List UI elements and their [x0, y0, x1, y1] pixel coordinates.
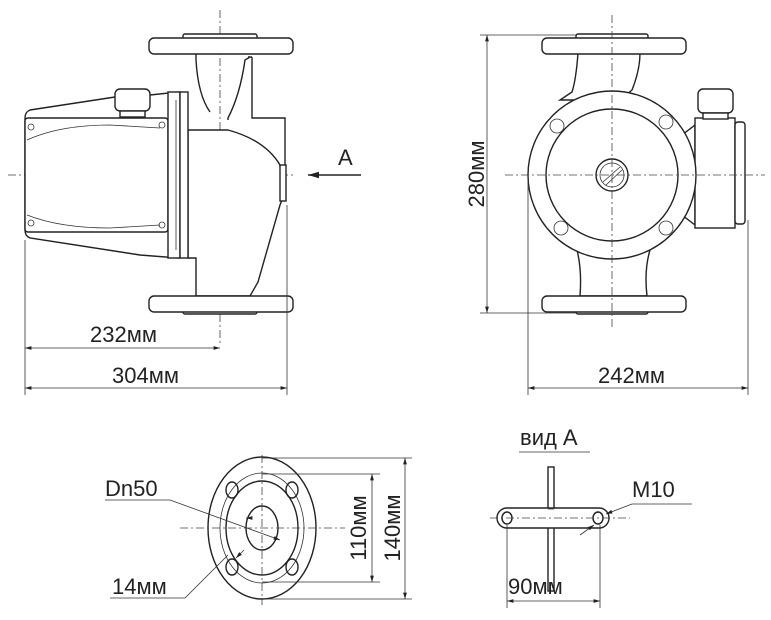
view-arrow-label: A [338, 145, 353, 170]
hole-spacing-label: 90мм [508, 574, 563, 599]
dim-width-label: 242мм [598, 363, 665, 388]
dim-overall-label: 304мм [112, 363, 179, 388]
bolt-hole-leader [110, 554, 229, 599]
cable-gland [697, 88, 734, 114]
terminal-box [694, 117, 736, 229]
cross-vertical-bar [547, 466, 555, 592]
bolt-hole [285, 558, 299, 576]
pump-volute [187, 129, 283, 297]
bottom-flange [541, 295, 687, 313]
bolt-hole [658, 114, 674, 130]
bolt-hole [285, 481, 299, 499]
view-a-title: вид А [520, 425, 578, 450]
screw-slot-icon [602, 166, 623, 186]
bolt-hole [658, 220, 674, 236]
bolt-hole-label: 14мм [112, 574, 167, 599]
nominal-diameter-label: Dn50 [105, 476, 158, 501]
cable-gland-thread [119, 110, 146, 118]
motor-front-panel [24, 117, 169, 233]
screw-icon [158, 121, 166, 129]
panel-contour [26, 124, 161, 229]
bolt-hole [549, 118, 565, 134]
bolt-circle-label: 110мм [346, 495, 371, 560]
front-view: 280мм 242мм [464, 15, 765, 395]
top-flange [541, 37, 687, 55]
terminal-box-lid [734, 121, 746, 225]
screw-icon [27, 123, 35, 131]
motor-side-plate-2 [179, 91, 189, 259]
thread-label: M10 [632, 477, 675, 502]
view-a: вид А M10 90мм [490, 425, 692, 608]
side-view: A 232мм 304мм [8, 10, 361, 395]
bolt-hole [225, 481, 239, 499]
outer-diameter-label: 140мм [380, 495, 405, 562]
cable-gland [114, 88, 151, 112]
bolt-hole [225, 558, 239, 576]
screw-icon [27, 219, 35, 227]
pump-upper-pipe [195, 53, 286, 200]
bottom-flange [148, 295, 294, 313]
screw-icon [158, 221, 166, 229]
dim-height-label: 280мм [464, 141, 489, 208]
pump-end-cap [279, 164, 287, 202]
cable-gland-thread [702, 112, 729, 120]
bolt-hole [553, 220, 569, 236]
flange-view: Dn50 14мм 110мм 140мм [105, 455, 412, 605]
top-flange [148, 37, 294, 55]
motor-side-plate [167, 91, 181, 259]
dim-axis-label: 232мм [90, 322, 157, 347]
